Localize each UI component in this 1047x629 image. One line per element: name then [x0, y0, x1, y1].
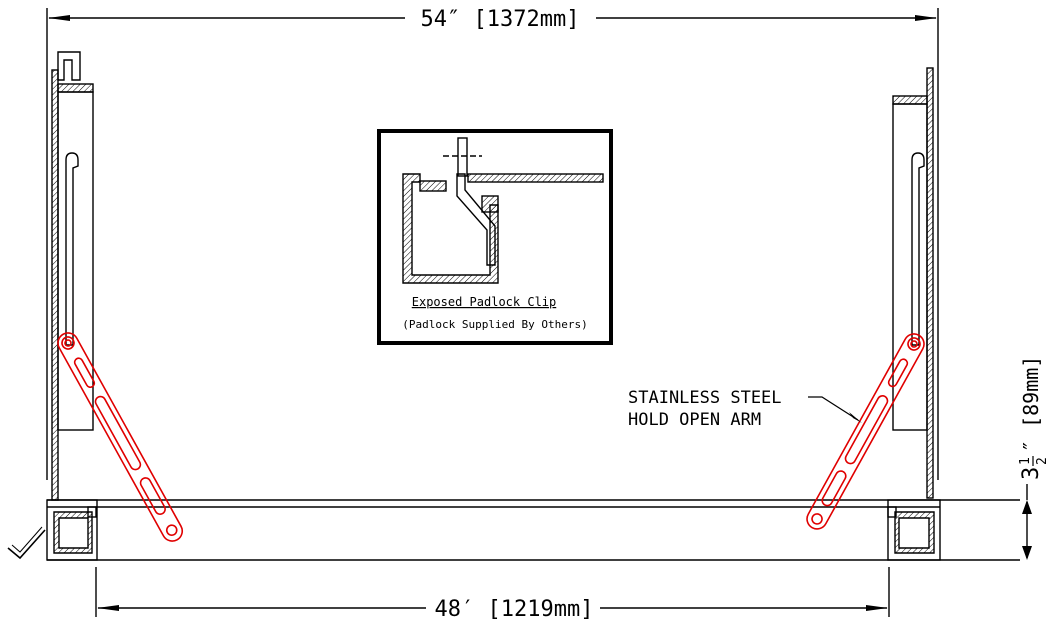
- left-hold-open-arm: [57, 332, 184, 542]
- padlock-detail: Exposed Padlock Clip (Padlock Supplied B…: [377, 129, 613, 345]
- side-dimension-den: 2: [1035, 457, 1047, 465]
- top-dimension-label: 54″ [1372mm]: [421, 7, 580, 32]
- arm-callout: STAINLESS STEEL HOLD OPEN ARM: [628, 388, 862, 430]
- bottom-dimension-label: 48′ [1219mm]: [435, 597, 594, 622]
- side-dimension-unit: ″ [89mm]: [1019, 356, 1043, 452]
- detail-title: Exposed Padlock Clip: [412, 295, 557, 309]
- callout-line1: STAINLESS STEEL: [628, 388, 782, 408]
- right-hold-open-arm: [806, 333, 925, 530]
- bottom-dimension: 48′ [1219mm]: [95, 567, 890, 622]
- frame-bottom: [7, 499, 1020, 561]
- top-dimension: 54″ [1372mm]: [46, 7, 939, 480]
- callout-line2: HOLD OPEN ARM: [628, 410, 761, 430]
- left-door-leaf: [51, 51, 94, 501]
- side-dimension-num: 1: [1018, 457, 1033, 465]
- detail-subtitle: (Padlock Supplied By Others): [402, 318, 587, 331]
- side-dimension-main: 3: [1019, 467, 1044, 480]
- right-door-leaf: [892, 67, 934, 499]
- side-dimension: 3 1 2 ″ [89mm]: [1018, 356, 1047, 560]
